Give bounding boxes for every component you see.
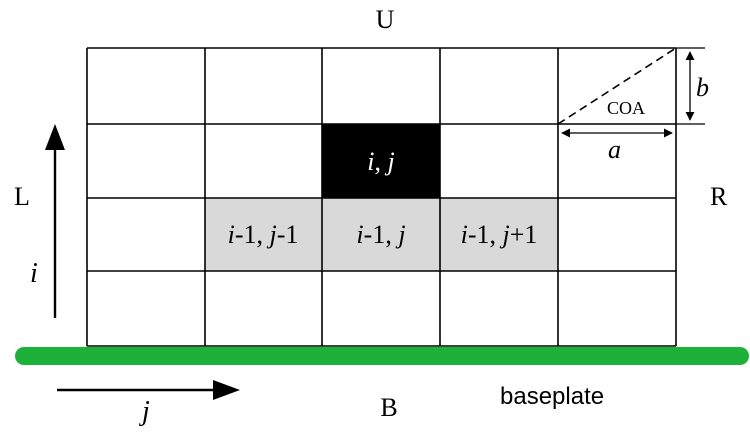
j-axis-label: j <box>139 396 150 427</box>
current-cell-label: i, j <box>367 147 394 176</box>
neighbor-cell-right <box>440 198 558 271</box>
dimension-a-label: a <box>608 135 621 164</box>
baseplate-label: baseplate <box>500 383 604 410</box>
side-label-top: U <box>376 5 395 34</box>
neighbor-cell-left <box>205 198 322 271</box>
neighbor-label-left: i-1, j-1 <box>228 220 299 249</box>
dimension-b-label: b <box>696 73 709 102</box>
side-label-left: L <box>14 182 30 211</box>
j-axis-arrowhead <box>213 380 240 400</box>
coa-label: COA <box>607 98 645 118</box>
neighbor-label-center: i-1, j <box>356 220 405 249</box>
side-label-bottom: B <box>380 393 397 422</box>
i-axis-label: i <box>30 258 38 289</box>
neighbor-label-right: i-1, j+1 <box>461 220 538 249</box>
grid-lines <box>86 47 677 347</box>
i-axis-arrowhead <box>45 124 65 150</box>
coa-diagonal <box>557 47 677 125</box>
side-label-right: R <box>710 182 728 211</box>
current-cell <box>322 124 440 198</box>
neighbor-cell-center <box>322 198 440 271</box>
